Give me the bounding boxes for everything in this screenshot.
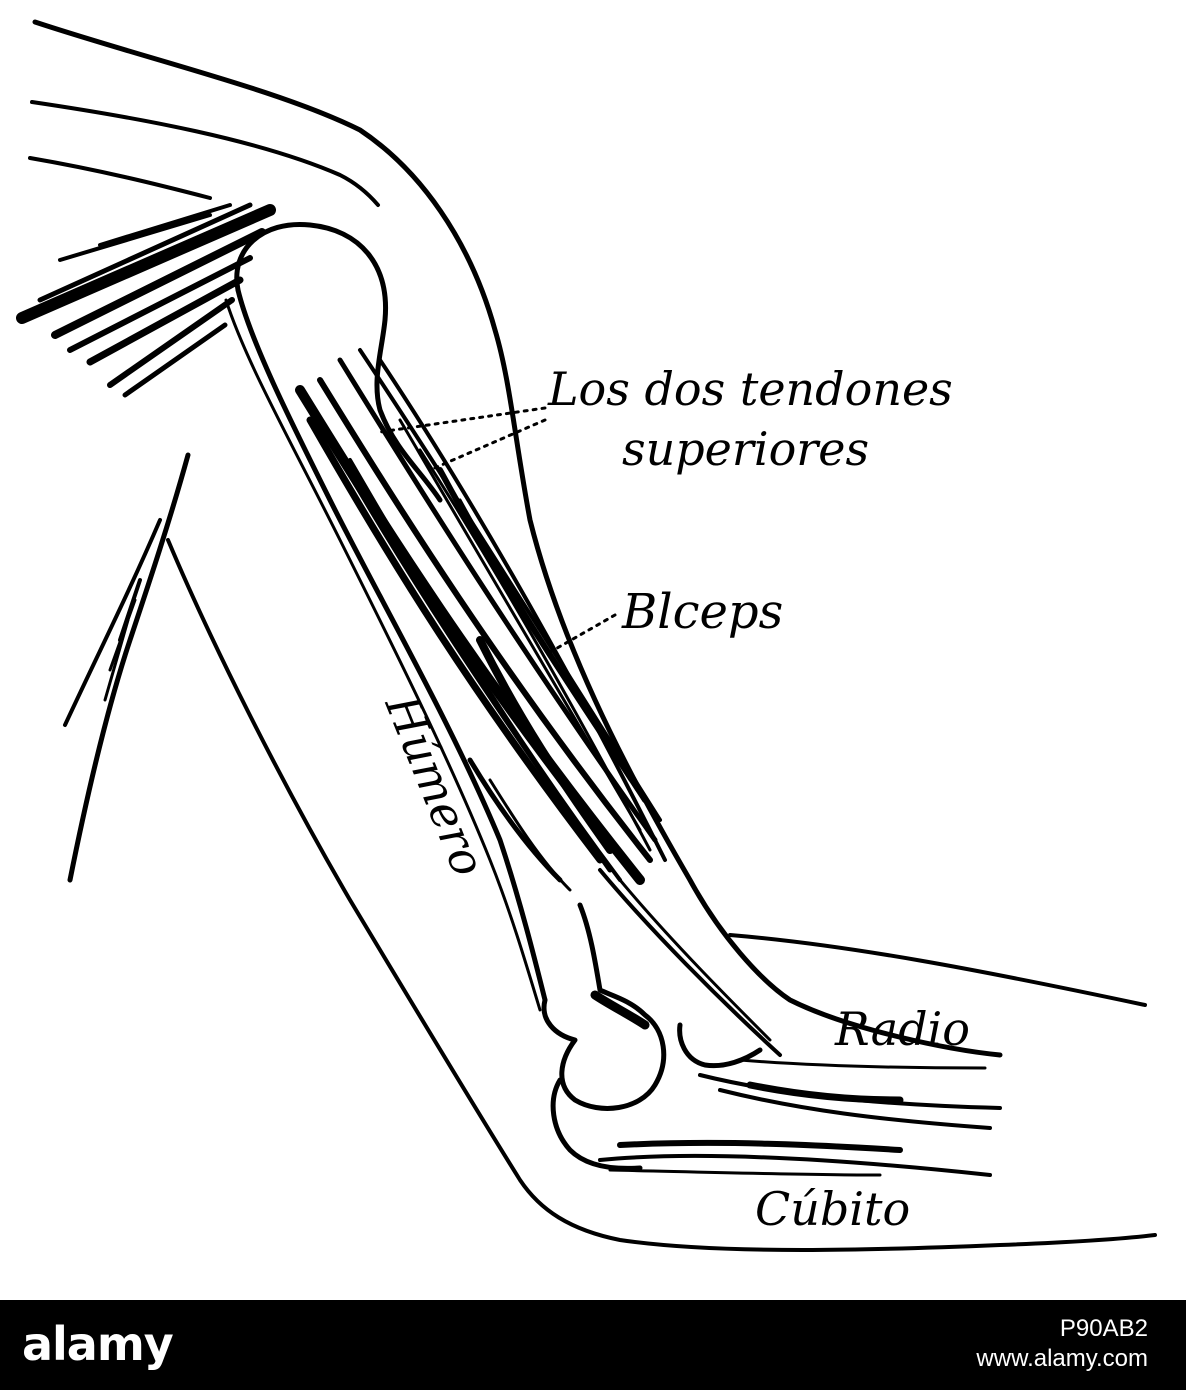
shoulder-muscle-fibres xyxy=(16,202,276,398)
forearm-outline-top xyxy=(728,933,1147,1007)
label-tendons-line2: superiores xyxy=(622,422,869,476)
image-id-text: P90AB2 xyxy=(1059,1315,1148,1342)
humerus-shaft-front xyxy=(235,287,548,1003)
torso-edge-inner xyxy=(63,518,162,727)
label-tendons-line1: Los dos tendones xyxy=(547,362,953,416)
label-biceps: Blceps xyxy=(621,584,783,640)
biceps-tendon-lower-2 xyxy=(618,878,772,1042)
olecranon xyxy=(550,1077,643,1171)
shoulder-contour-2 xyxy=(28,156,212,200)
shoulder-contour-1 xyxy=(30,100,380,207)
leader-line-tendon-2 xyxy=(428,418,547,472)
watermark-meta: P90AB2 www.alamy.com xyxy=(976,1314,1148,1374)
humerus-condyle xyxy=(541,902,667,1111)
condyle-shadow xyxy=(590,990,650,1030)
watermark-footer-bar: alamy P90AB2 www.alamy.com xyxy=(0,1300,1186,1390)
humerus-head xyxy=(234,221,443,503)
radius-head xyxy=(677,1022,763,1069)
humerus-shaft-back xyxy=(224,298,542,1012)
arm-outline-upper xyxy=(32,19,1003,1058)
leader-line-biceps xyxy=(543,613,617,657)
watermark-url-link[interactable]: www.alamy.com xyxy=(976,1345,1148,1372)
leader-line-tendon-1 xyxy=(378,406,547,434)
leader-lines xyxy=(378,406,617,657)
label-radius: Radio xyxy=(834,1002,970,1056)
torso-hatching xyxy=(103,578,142,702)
forearm-bones xyxy=(598,1058,1002,1177)
biceps-muscle-fibres xyxy=(295,348,667,892)
alamy-logo: alamy xyxy=(22,1317,174,1371)
arm-anatomy-illustration: Los dos tendones superiores Blceps Húmer… xyxy=(16,19,1157,1252)
label-ulna: Cúbito xyxy=(755,1182,910,1236)
torso-edge xyxy=(67,452,191,883)
biceps-tendon-lower xyxy=(598,868,782,1057)
arm-outline-lower xyxy=(166,538,1157,1252)
